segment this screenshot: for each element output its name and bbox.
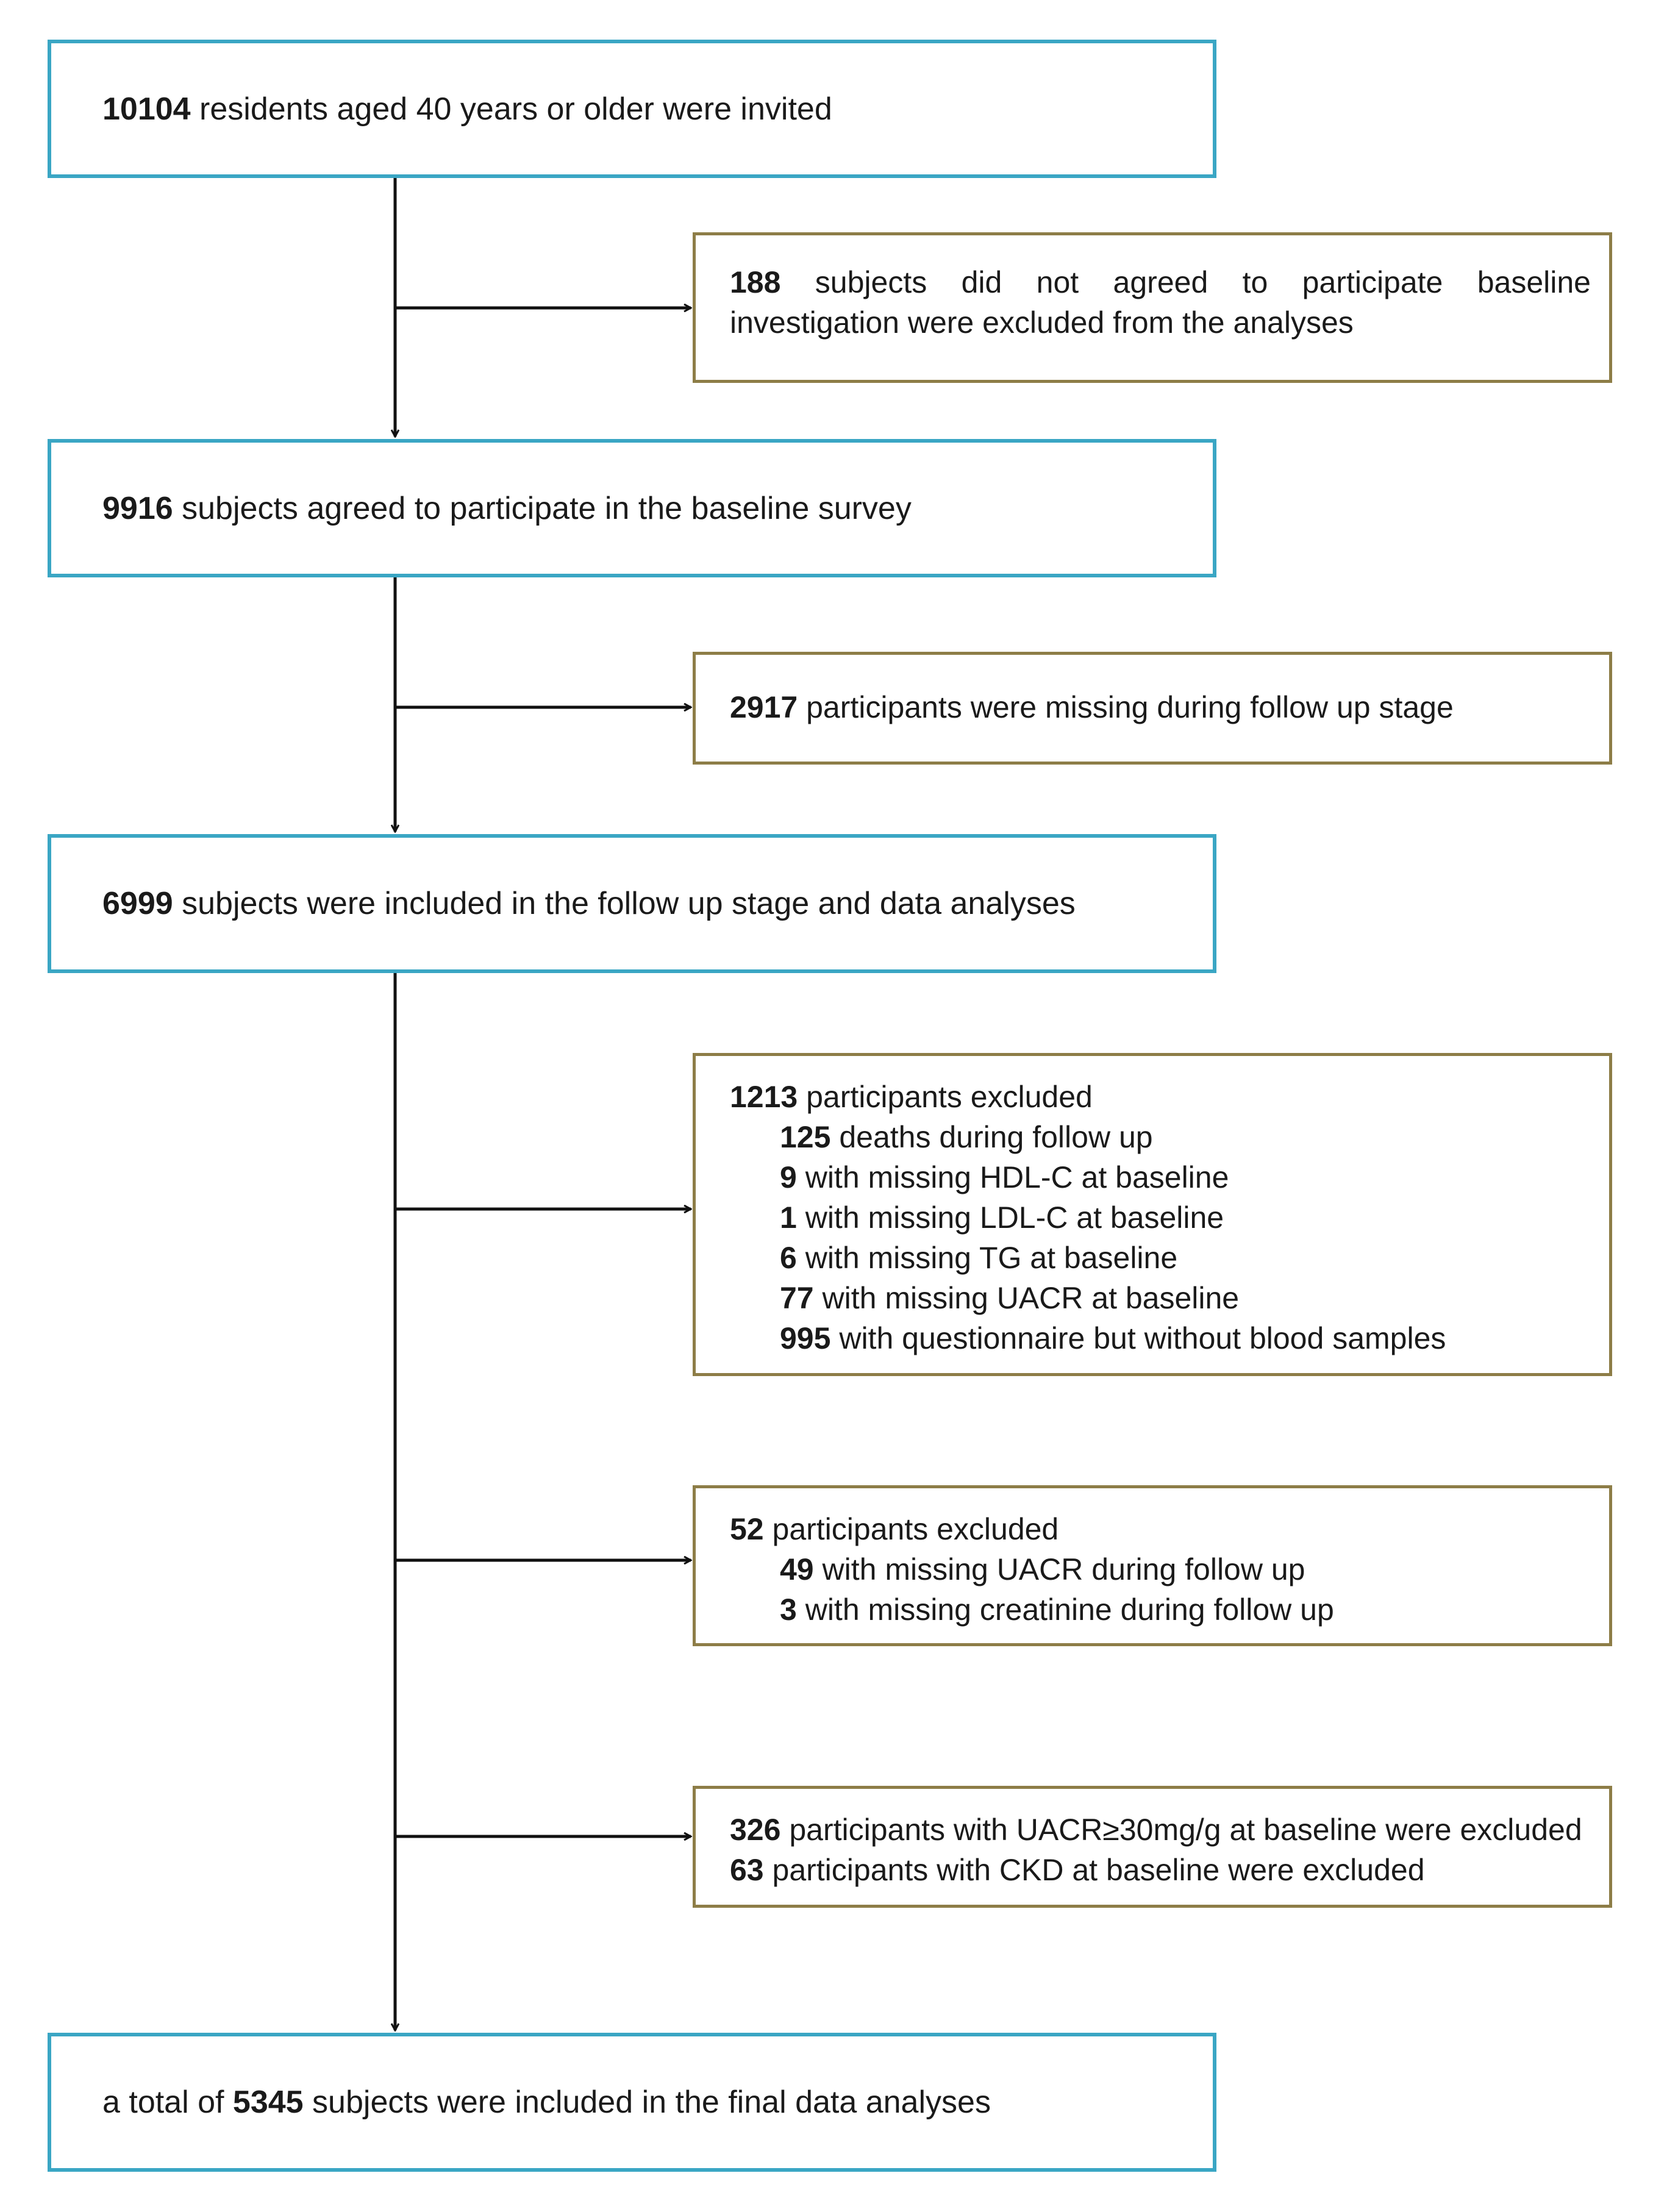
followup-item-label: with missing UACR during follow up — [813, 1552, 1305, 1586]
baseline-item-label: deaths during follow up — [830, 1120, 1153, 1154]
baseline-item-count: 1 — [780, 1201, 797, 1235]
followup-item-count: 49 — [780, 1552, 814, 1586]
final-box: a total of 5345 subjects were included i… — [48, 2033, 1216, 2172]
ckd-item: 326 participants with UACR≥30mg/g at bas… — [730, 1810, 1591, 1850]
baseline-item: 125 deaths during follow up — [730, 1117, 1591, 1157]
baseline-item: 9 with missing HDL-C at baseline — [730, 1157, 1591, 1197]
invited-label: residents aged 40 years or older were in… — [190, 91, 832, 127]
followup-exclusions-label: participants excluded — [763, 1512, 1059, 1546]
followup-exclusions-box: 52 participants excluded 49 with missing… — [693, 1485, 1612, 1646]
refused-line-1: 188 subjects did not agreed to participa… — [730, 262, 1591, 302]
final-text: a total of 5345 subjects were included i… — [102, 2082, 991, 2122]
missing-followup-count: 2917 — [730, 690, 798, 724]
final-label: subjects were included in the final data… — [303, 2085, 991, 2120]
baseline-item: 995 with questionnaire but without blood… — [730, 1318, 1591, 1358]
ckd-item-count: 63 — [730, 1853, 764, 1887]
final-prefix: a total of — [102, 2085, 233, 2120]
agreed-text: 9916 subjects agreed to participate in t… — [102, 488, 912, 529]
baseline-item-count: 995 — [780, 1321, 831, 1355]
baseline-item-label: with missing HDL-C at baseline — [796, 1160, 1229, 1194]
baseline-item-label: with missing UACR at baseline — [813, 1281, 1240, 1315]
followup-item: 49 with missing UACR during follow up — [730, 1549, 1591, 1589]
refused-line-2: investigation were excluded from the ana… — [730, 305, 1354, 340]
baseline-exclusions-header: 1213 participants excluded — [730, 1077, 1591, 1117]
baseline-item-label: with missing TG at baseline — [796, 1241, 1178, 1275]
followup-item-count: 3 — [780, 1593, 797, 1627]
followup-item-label: with missing creatinine during follow up — [796, 1593, 1334, 1627]
ckd-item-label: participants with UACR≥30mg/g at baselin… — [780, 1813, 1582, 1847]
baseline-item-label: with missing LDL-C at baseline — [796, 1201, 1224, 1235]
baseline-item-count: 9 — [780, 1160, 797, 1194]
included-text: 6999 subjects were included in the follo… — [102, 883, 1076, 924]
baseline-exclusions-label: participants excluded — [798, 1080, 1093, 1114]
followup-exclusions-header: 52 participants excluded — [730, 1509, 1591, 1549]
missing-followup-label: participants were missing during follow … — [798, 690, 1454, 724]
final-count: 5345 — [232, 2085, 304, 2120]
refused-label: subjects did not agreed to participate b… — [780, 265, 1591, 299]
baseline-item-count: 6 — [780, 1241, 797, 1275]
included-box: 6999 subjects were included in the follo… — [48, 834, 1216, 973]
refused-exclusion-box: 188 subjects did not agreed to participa… — [693, 232, 1612, 383]
baseline-item-label: with questionnaire but without blood sam… — [830, 1321, 1446, 1355]
ckd-exclusions-box: 326 participants with UACR≥30mg/g at bas… — [693, 1786, 1612, 1908]
ckd-item: 63 participants with CKD at baseline wer… — [730, 1850, 1591, 1890]
ckd-item-count: 326 — [730, 1813, 781, 1847]
followup-exclusions-count: 52 — [730, 1512, 764, 1546]
agreed-count: 9916 — [102, 490, 173, 526]
invited-box: 10104 residents aged 40 years or older w… — [48, 40, 1216, 178]
included-count: 6999 — [102, 886, 173, 921]
baseline-item: 77 with missing UACR at baseline — [730, 1278, 1591, 1318]
invited-text: 10104 residents aged 40 years or older w… — [102, 89, 832, 129]
ckd-item-label: participants with CKD at baseline were e… — [763, 1853, 1425, 1887]
agreed-label: subjects agreed to participate in the ba… — [173, 490, 912, 526]
baseline-item-count: 125 — [780, 1120, 831, 1154]
refused-count: 188 — [730, 265, 781, 299]
invited-count: 10104 — [102, 91, 191, 127]
baseline-exclusions-box: 1213 participants excluded 125 deaths du… — [693, 1053, 1612, 1376]
agreed-box: 9916 subjects agreed to participate in t… — [48, 439, 1216, 577]
baseline-item-count: 77 — [780, 1281, 814, 1315]
included-label: subjects were included in the follow up … — [173, 886, 1076, 921]
followup-item: 3 with missing creatinine during follow … — [730, 1589, 1591, 1630]
baseline-item: 6 with missing TG at baseline — [730, 1238, 1591, 1278]
baseline-exclusions-count: 1213 — [730, 1080, 798, 1114]
missing-followup-box: 2917 participants were missing during fo… — [693, 652, 1612, 765]
missing-followup-text: 2917 participants were missing during fo… — [730, 687, 1591, 727]
baseline-item: 1 with missing LDL-C at baseline — [730, 1197, 1591, 1238]
